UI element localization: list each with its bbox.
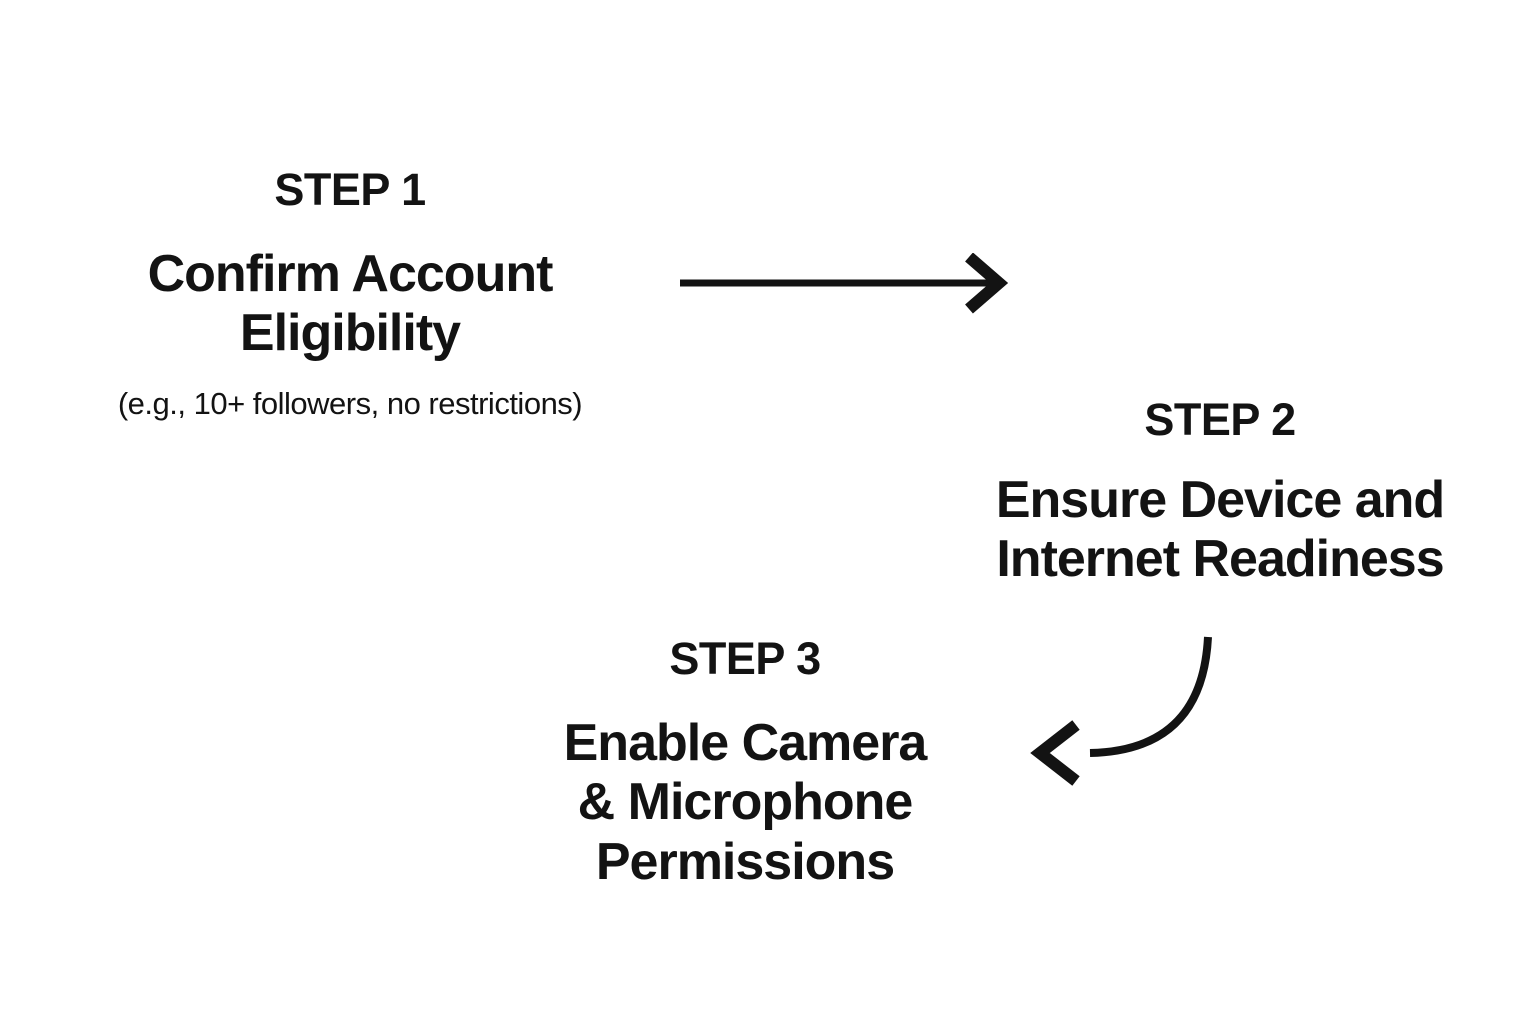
step-3-heading: STEP 3: [669, 633, 821, 684]
step-2-title: Ensure Device and Internet Readiness: [995, 471, 1445, 589]
step-1-heading: STEP 1: [274, 164, 426, 215]
step-3-block: STEP 3 Enable Camera & Microphone Permis…: [445, 632, 1045, 892]
step-3-title: Enable Camera & Microphone Permissions: [563, 714, 928, 891]
step-1-subtitle: (e.g., 10+ followers, no restrictions): [117, 385, 583, 421]
step-1-block: STEP 1 Confirm Account Eligibility (e.g.…: [50, 163, 650, 422]
step-1-title: Confirm Account Eligibility: [147, 245, 554, 363]
step-2-heading: STEP 2: [1144, 394, 1296, 445]
curved-left-arrow-icon: [1030, 636, 1212, 786]
step-2-block: STEP 2 Ensure Device and Internet Readin…: [920, 393, 1520, 590]
right-arrow-icon: [680, 253, 1008, 314]
